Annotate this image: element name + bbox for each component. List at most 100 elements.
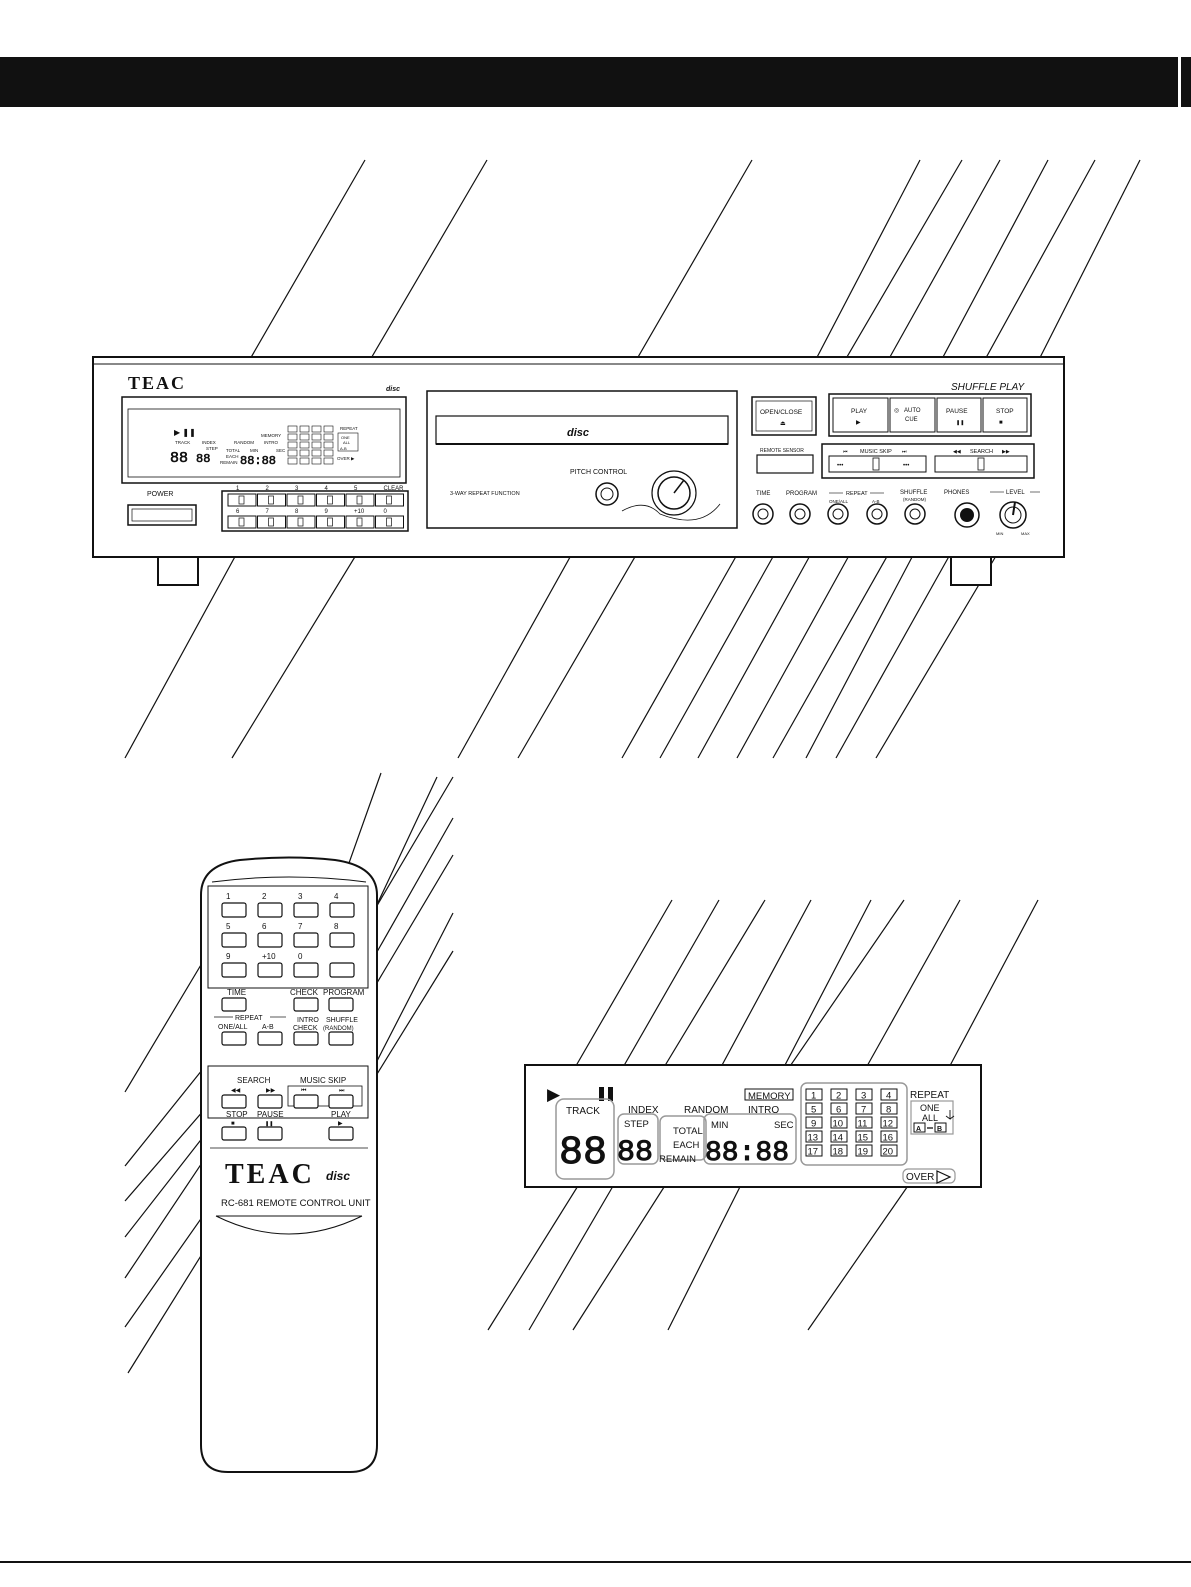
front-program-button[interactable] xyxy=(789,503,811,525)
remote-key-label: 7 xyxy=(298,922,303,931)
side-tab xyxy=(1181,57,1191,107)
front-key[interactable] xyxy=(316,493,345,507)
remote-key[interactable] xyxy=(293,932,319,948)
remote-key-label: 8 xyxy=(334,922,339,931)
display-grid-cell xyxy=(880,1116,898,1129)
auto-cue-button[interactable]: ◎ AUTO CUE xyxy=(889,397,936,433)
svg-text:■: ■ xyxy=(231,1121,235,1127)
display-grid-number: 14 xyxy=(833,1133,844,1144)
display-grid-cell xyxy=(805,1088,823,1101)
front-key[interactable] xyxy=(257,515,286,529)
svg-text:⏮: ⏮ xyxy=(843,449,848,455)
remote-check-button[interactable] xyxy=(293,997,319,1012)
front-ab-button[interactable] xyxy=(866,503,888,525)
remote-key[interactable] xyxy=(221,962,247,978)
remote-key-label: 0 xyxy=(298,952,303,961)
front-key[interactable] xyxy=(227,493,257,507)
open-close-button[interactable] xyxy=(751,396,817,436)
search-key[interactable] xyxy=(934,455,1028,473)
front-key[interactable] xyxy=(286,515,316,529)
level-min-label: MIN xyxy=(996,531,1003,536)
display-grid-cell xyxy=(855,1144,873,1157)
player-logo: TEAC xyxy=(128,373,186,393)
remote-key[interactable] xyxy=(257,902,283,918)
front-shuffle-button[interactable] xyxy=(904,503,926,525)
remote-key[interactable] xyxy=(293,902,319,918)
front-key-label: +10 xyxy=(354,509,365,515)
svg-text:AUTO: AUTO xyxy=(904,408,921,414)
remote-key[interactable] xyxy=(329,962,355,978)
disc-tray[interactable] xyxy=(435,415,729,445)
player-cd-logo: disc xyxy=(386,386,400,393)
stop-button[interactable]: STOP ■ xyxy=(982,397,1028,433)
display-sec-label: SEC xyxy=(774,1120,794,1131)
pitch-on-button[interactable] xyxy=(595,482,619,506)
callout-line-46 xyxy=(572,1161,681,1331)
power-button[interactable] xyxy=(127,504,197,526)
remote-sensor-label: REMOTE SENSOR xyxy=(760,448,804,454)
front-key[interactable] xyxy=(375,515,404,529)
display-over-label: OVER xyxy=(906,1172,934,1183)
display-track-label: TRACK xyxy=(566,1106,600,1117)
remote-key-label: 2 xyxy=(262,892,267,901)
svg-text:⏭: ⏭ xyxy=(339,1088,345,1094)
remote-program-button[interactable] xyxy=(328,997,354,1012)
front-key[interactable] xyxy=(345,493,375,507)
remote-pause-button[interactable] xyxy=(257,1126,283,1141)
display-one-label: ONE xyxy=(920,1103,940,1113)
svg-text:•••: ••• xyxy=(903,463,909,469)
remote-stop-button[interactable] xyxy=(221,1126,247,1141)
svg-text:INTRO: INTRO xyxy=(264,440,278,445)
front-key-label: 5 xyxy=(354,486,358,492)
front-key[interactable] xyxy=(227,515,257,529)
front-panel: TEAC disc ▶ ❚❚ TRACK INDEX RANDOM MEMORY… xyxy=(92,356,1065,586)
remote-key[interactable] xyxy=(257,932,283,948)
remote-key[interactable] xyxy=(257,962,283,978)
shuffle-play-logo: SHUFFLE PLAY xyxy=(951,382,1025,393)
remote-key[interactable] xyxy=(221,932,247,948)
remote-stop-label: STOP xyxy=(226,1110,248,1119)
remote-skip-fwd-button[interactable] xyxy=(328,1094,354,1109)
remote-search-back-button[interactable] xyxy=(221,1094,247,1109)
front-key[interactable] xyxy=(375,493,404,507)
front-one-all-button[interactable] xyxy=(827,503,849,525)
remote-key[interactable] xyxy=(329,932,355,948)
remote-shuffle-button[interactable] xyxy=(328,1031,354,1046)
remote-time-button[interactable] xyxy=(221,997,247,1012)
front-key[interactable] xyxy=(257,493,286,507)
front-key[interactable] xyxy=(316,515,345,529)
remote-one-all-button[interactable] xyxy=(221,1031,247,1046)
front-key-label: 2 xyxy=(266,486,270,492)
display-grid-cell xyxy=(830,1102,848,1115)
display-grid-number: 4 xyxy=(886,1091,891,1102)
pause-button[interactable]: PAUSE ❚❚ xyxy=(936,397,982,433)
svg-text:ONE: ONE xyxy=(341,435,350,440)
front-time-button[interactable] xyxy=(752,503,774,525)
svg-text:▶: ▶ xyxy=(856,420,861,426)
front-key[interactable] xyxy=(345,515,375,529)
remote-check-label: CHECK xyxy=(290,988,319,997)
music-skip-key[interactable] xyxy=(828,455,927,473)
svg-text:MIN: MIN xyxy=(250,448,258,453)
svg-text:▶▶: ▶▶ xyxy=(266,1088,276,1094)
remote-key[interactable] xyxy=(293,962,319,978)
remote-search-fwd-button[interactable] xyxy=(257,1094,283,1109)
display-track-digits: 88 xyxy=(559,1131,607,1176)
remote-play-button[interactable] xyxy=(328,1126,354,1141)
display-over-arrow-icon xyxy=(936,1170,952,1184)
remote-key[interactable] xyxy=(329,902,355,918)
remote-shuffle-label: SHUFFLE xyxy=(326,1017,358,1024)
remote-key[interactable] xyxy=(221,902,247,918)
remote-one-all-label: ONE/ALL xyxy=(218,1024,248,1031)
callout-line-42 xyxy=(856,899,961,1085)
svg-text:◎: ◎ xyxy=(894,408,899,414)
remote-ab-button[interactable] xyxy=(257,1031,283,1046)
remote-check2-label: CHECK xyxy=(293,1025,318,1032)
svg-text:•••: ••• xyxy=(837,463,843,469)
remote-intro-check-button[interactable] xyxy=(293,1031,319,1046)
play-button[interactable]: PLAY ▶ xyxy=(832,397,889,433)
front-key[interactable] xyxy=(286,493,316,507)
remote-skip-back-button[interactable] xyxy=(293,1094,319,1109)
program-label: PROGRAM xyxy=(786,491,817,497)
